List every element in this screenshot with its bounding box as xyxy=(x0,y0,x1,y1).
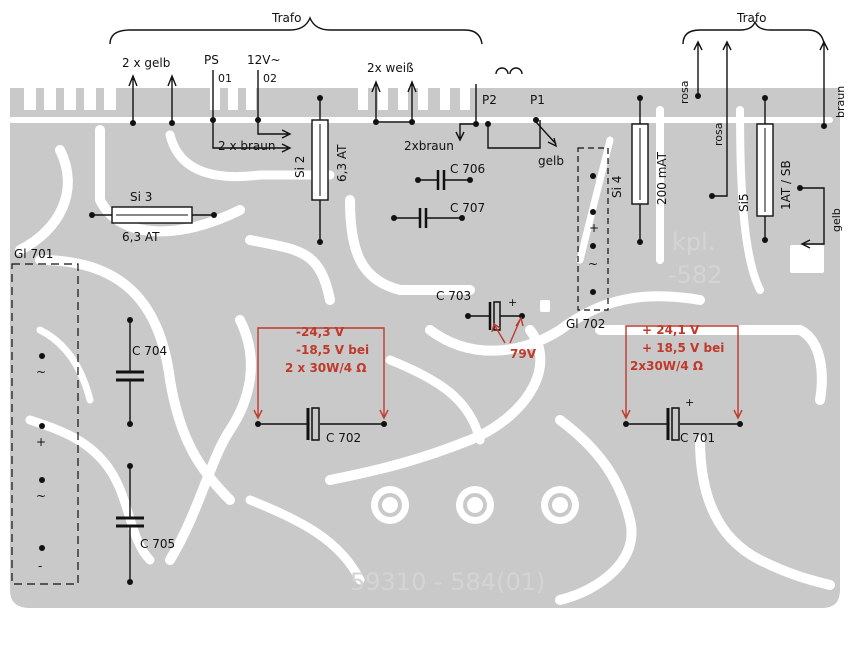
capacitor-c703-label: C 703 xyxy=(436,289,471,303)
trafo-right-brace xyxy=(682,20,825,45)
trafo-left-brace xyxy=(109,16,483,45)
board-number: 59310 - 584(01) xyxy=(350,568,545,596)
capacitor-c701-label: C 701 xyxy=(680,431,715,445)
gl701-label: Gl 701 xyxy=(14,247,53,261)
measurement-right-v1: + 24,1 V xyxy=(642,323,700,337)
fuse-si2-label: Si 2 xyxy=(293,156,307,178)
label-rosa-1: rosa xyxy=(678,81,691,104)
fuse-si3-rating: 6,3 AT xyxy=(122,230,160,244)
gelb-right-wire xyxy=(797,185,825,249)
label-rosa-2: rosa xyxy=(712,123,725,146)
gl701-minus: - xyxy=(38,559,42,573)
measurement-left-v3: 2 x 30W/4 Ω xyxy=(285,361,367,375)
fuse-si5-rating: 1AT / SB xyxy=(779,160,793,210)
label-2x-weiss: 2x weiß xyxy=(367,61,414,75)
measurement-right-v2: + 18,5 V bei xyxy=(642,341,724,355)
gl702-plus: + xyxy=(589,221,599,235)
measurement-79v: 79V xyxy=(510,347,537,361)
fuse-si4 xyxy=(631,95,649,245)
measurement-right-v3: 2x30W/4 Ω xyxy=(630,359,703,373)
capacitor-c704-label: C 704 xyxy=(132,344,167,358)
label-2xbraun: 2xbraun xyxy=(404,139,454,153)
fuse-si3-label: Si 3 xyxy=(130,190,152,204)
label-gelb-right: gelb xyxy=(830,208,843,232)
capacitor-c702-label: C 702 xyxy=(326,431,361,445)
c703-measurement-arrows xyxy=(491,316,524,344)
gl701-ac-2: ~ xyxy=(36,489,46,503)
c701-plus: + xyxy=(685,396,694,409)
trafo-braun-right xyxy=(819,40,829,129)
label-p1: P1 xyxy=(530,93,545,107)
label-02: 02 xyxy=(263,72,277,85)
fuse-si3 xyxy=(89,206,217,224)
kpl-mark: kpl. xyxy=(672,228,715,256)
gl701-plus: + xyxy=(36,435,46,449)
trafo-rosa-wires xyxy=(693,40,732,199)
label-p2: P2 xyxy=(482,93,497,107)
capacitor-c707 xyxy=(391,208,465,228)
label-2x-gelb: 2 x gelb xyxy=(122,56,170,70)
capacitor-c706 xyxy=(415,170,473,190)
label-2x-braun: 2 x braun xyxy=(218,139,275,153)
label-01: 01 xyxy=(218,72,232,85)
fuse-si5-label: Si5 xyxy=(737,193,751,212)
fuse-si5 xyxy=(756,95,774,243)
trafo-weiss-wires xyxy=(371,80,417,125)
rectifier-gl702 xyxy=(577,147,609,311)
fuse-si2-rating: 6,3 AT xyxy=(335,144,349,182)
label-braun-right: braun xyxy=(834,86,847,118)
capacitor-c701 xyxy=(623,407,743,441)
trafo-left-label: Trafo xyxy=(271,11,301,25)
rectifier-gl701 xyxy=(11,263,79,585)
gl702-ac: ~ xyxy=(588,257,598,271)
trafo-right-label: Trafo xyxy=(736,11,766,25)
capacitor-c705 xyxy=(116,463,144,585)
measurement-left-v2: -18,5 V bei xyxy=(296,343,369,357)
kpl-number-mark: -582 xyxy=(668,261,722,289)
fuse-si4-rating: 200 mAT xyxy=(655,151,669,205)
board-copper xyxy=(9,88,840,608)
gl701-ac-1: ~ xyxy=(36,365,46,379)
capacitor-c706-label: C 706 xyxy=(450,162,485,176)
ps-12v-wires xyxy=(210,70,292,153)
trafo-gelb-wires xyxy=(128,74,177,126)
capacitor-c702 xyxy=(255,407,387,441)
c702-measurement-bracket xyxy=(253,327,389,420)
gl702-label: Gl 702 xyxy=(566,317,605,331)
label-ps: PS xyxy=(204,53,219,67)
c701-measurement-bracket xyxy=(621,325,743,420)
measurement-left-v1: -24,3 V xyxy=(296,325,345,339)
label-gelb-mid: gelb xyxy=(538,154,564,168)
capacitor-c707-label: C 707 xyxy=(450,201,485,215)
fuse-si2 xyxy=(311,95,329,245)
c703-plus: + xyxy=(508,296,517,309)
capacitor-c704 xyxy=(116,317,144,427)
label-12v: 12V~ xyxy=(247,53,281,67)
fuse-si4-label: Si 4 xyxy=(610,176,624,198)
capacitor-c705-label: C 705 xyxy=(140,537,175,551)
p1-p2-connectors xyxy=(455,67,558,149)
